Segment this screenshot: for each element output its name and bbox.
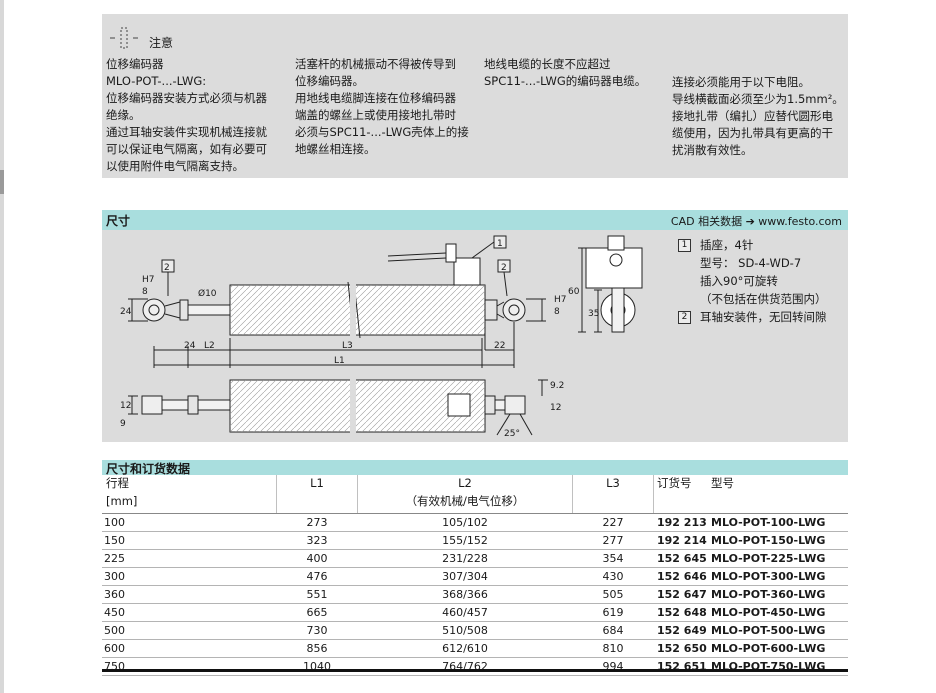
column-divider: [572, 475, 573, 513]
table-bottom-rule: [102, 669, 848, 672]
table-row: 600 856 612/610 810 152 650 MLO-POT-600-…: [102, 640, 848, 658]
dim-25-deg: 25°: [504, 429, 520, 439]
dimensions-title: 尺寸: [106, 214, 131, 228]
dimensions-header: 尺寸 CAD 相关数据 ➔ www.festo.com: [102, 210, 848, 230]
header-stroke: 行程: [106, 476, 129, 490]
dim-22-label: 22: [494, 341, 505, 351]
table-row: 225 400 231/228 354 152 645 MLO-POT-225-…: [102, 550, 848, 568]
ordering-header: 尺寸和订货数据: [102, 460, 848, 476]
dim-l1-label: L1: [334, 356, 345, 366]
dim-12-left: 12: [120, 401, 131, 411]
dimension-drawing: 2 1 2 24 L2 L3 L1 22 24 Ø10 8 H7 8 H7 60…: [120, 235, 643, 439]
callout-1-top: 1: [497, 239, 503, 249]
header-l3: L3: [606, 476, 620, 490]
dim-8h7-right: 8: [554, 307, 560, 317]
dim-l2-label: L2: [204, 341, 215, 351]
dimension-labels: 2 1 2 24 L2 L3 L1 22 24 Ø10 8 H7 8 H7 60…: [120, 239, 599, 439]
table-row: 360 551 368/366 505 152 647 MLO-POT-360-…: [102, 586, 848, 604]
table-row: 450 665 460/457 619 152 648 MLO-POT-450-…: [102, 604, 848, 622]
ordering-table-body: 100 273 105/102 227 192 213 MLO-POT-100-…: [102, 514, 848, 676]
notice-column-2: 活塞杆的机械振动不得被传导到 位移编码器。 用地线电缆脚连接在位移编码器 端盖的…: [295, 57, 469, 156]
dim-l3-label: L3: [342, 341, 353, 351]
callout-2-right: 2: [501, 263, 507, 273]
dim-35-label: 35: [588, 309, 599, 319]
dimensions-panel: 2 1 2 24 L2 L3 L1 22 24 Ø10 8 H7 8 H7 60…: [102, 230, 848, 442]
dim-h7-left: H7: [142, 275, 155, 285]
dim-60-label: 60: [568, 287, 580, 297]
notice-column-1: 位移编码器 MLO-POT-...-LWG: 位移编码器安装方式必须与机器 绝缘…: [106, 57, 267, 173]
dim-12-right: 12: [550, 403, 561, 413]
dim-h7-right: H7: [554, 295, 567, 305]
header-l1: L1: [310, 476, 324, 490]
attention-icon: [110, 27, 138, 49]
cad-data-link[interactable]: CAD 相关数据 ➔ www.festo.com: [670, 215, 842, 228]
table-row: 100 273 105/102 227 192 213 MLO-POT-100-…: [102, 514, 848, 532]
notice-panel: 注意 位移编码器 MLO-POT-...-LWG: 位移编码器安装方式必须与机器…: [102, 14, 848, 178]
notice-title: 注意: [149, 36, 174, 50]
legend-item-2: 2 耳轴安装件，无回转间隙: [678, 308, 827, 326]
header-l2-sub: （有效机械/电气位移）: [405, 494, 525, 508]
table-row: 750 1040 764/762 994 152 651 MLO-POT-750…: [102, 658, 848, 676]
dim-d10-label: Ø10: [198, 288, 217, 299]
notice-column-4: 连接必须能用于以下电阻。 导线横截面必须至少为1.5mm²。 接地扎带（编扎）应…: [672, 75, 844, 157]
header-type: 型号: [711, 476, 734, 490]
table-row: 500 730 510/508 684 152 649 MLO-POT-500-…: [102, 622, 848, 640]
column-divider: [357, 475, 358, 513]
left-margin-rule: [0, 0, 4, 693]
dim-9-left: 9: [120, 419, 126, 429]
column-divider: [653, 475, 654, 513]
column-divider: [276, 475, 277, 513]
header-l2: L2: [458, 476, 472, 490]
notice-column-3: 地线电缆的长度不应超过 SPC11-...-LWG的编码器电缆。: [484, 57, 647, 88]
callout-2-left: 2: [164, 263, 170, 273]
dim-9-2-right: 9.2: [550, 381, 564, 391]
header-part-no: 订货号: [657, 476, 692, 490]
ordering-table-header: 行程 [mm] L1 L2 （有效机械/电气位移） L3 订货号 型号: [102, 475, 848, 514]
legend-item-1: 1 插座，4针: [678, 236, 827, 254]
dim-24-bottom: 24: [184, 341, 196, 351]
ordering-title: 尺寸和订货数据: [106, 462, 191, 476]
table-row: 300 476 307/304 430 152 646 MLO-POT-300-…: [102, 568, 848, 586]
table-row: 150 323 155/152 277 192 214 MLO-POT-150-…: [102, 532, 848, 550]
left-margin-marker: [0, 170, 4, 194]
header-stroke-unit: [mm]: [106, 494, 138, 508]
dim-8h7-left: 8: [142, 287, 148, 297]
drawing-legend: 1 插座，4针 型号： SD-4-WD-7 插入90°可旋转 （不包括在供货范围…: [678, 236, 827, 326]
dim-24-left: 24: [120, 307, 132, 317]
